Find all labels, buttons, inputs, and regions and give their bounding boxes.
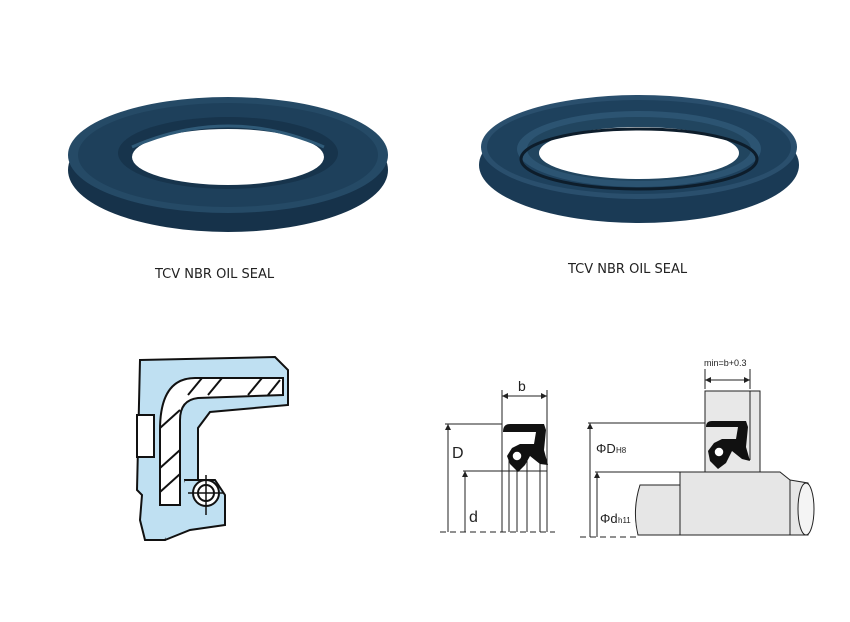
label-d: d: [469, 509, 478, 526]
label-D-tolerance: H8: [616, 446, 627, 455]
seal-photo-1: [60, 85, 400, 235]
label-D: D: [452, 445, 464, 462]
label-d-diameter: Φd: [600, 511, 618, 526]
oil-seal-image-back: [479, 95, 799, 223]
label-b: b: [518, 378, 526, 394]
oil-seal-image-front: [68, 97, 388, 232]
product-caption-2: TCV NBR OIL SEAL: [568, 262, 688, 277]
product-caption-1: TCV NBR OIL SEAL: [155, 267, 275, 282]
label-min-width: min=b+0.3: [704, 358, 747, 368]
seal-dimension-drawing: b D d: [440, 378, 555, 533]
label-D-diameter: ΦD: [596, 441, 616, 456]
label-d-tolerance: h11: [618, 516, 631, 525]
seal-installation-drawing: min=b+0.3 ΦD H8 Φd h11: [580, 358, 815, 538]
seal-cross-section-diagram: [135, 355, 289, 541]
seal-photo-2: [475, 85, 805, 235]
